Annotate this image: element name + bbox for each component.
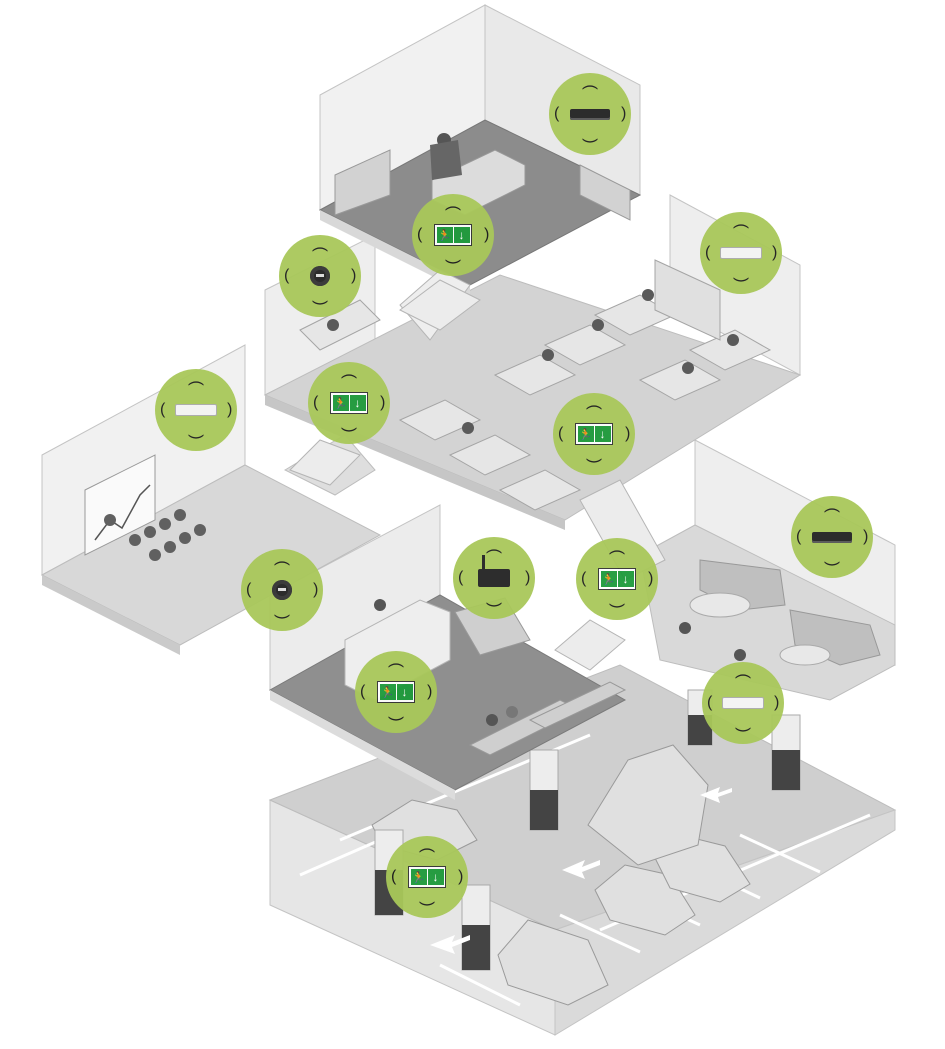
round-sensor-badge: (( (( [241, 549, 323, 631]
ceiling-bar-device-icon [812, 531, 852, 543]
exit-sign-badge: (( (( 🏃↓ [308, 362, 390, 444]
lounge-room [639, 439, 896, 701]
ceiling-light-icon [175, 404, 217, 416]
ceiling-light-badge: (( (( [700, 212, 782, 294]
round-sensor-badge: (( (( [279, 235, 361, 317]
exit-sign-icon: 🏃↓ [330, 392, 368, 414]
exit-sign-badge: (( (( 🏃↓ [386, 836, 468, 918]
exit-sign-icon: 🏃↓ [377, 681, 415, 703]
reception-level [268, 504, 627, 800]
ceiling-light-badge: (( (( [155, 369, 237, 451]
exit-sign-icon: 🏃↓ [598, 568, 636, 590]
round-sensor-icon [310, 266, 330, 286]
ceiling-device-badge: (( (( [791, 496, 873, 578]
round-sensor-icon [272, 580, 292, 600]
ceiling-device-badge: (( (( [549, 73, 631, 155]
exit-sign-badge: (( (( 🏃↓ [553, 393, 635, 475]
exit-sign-badge: (( (( 🏃↓ [576, 538, 658, 620]
exit-sign-badge: (( (( 🏃↓ [412, 194, 494, 276]
router-icon [478, 555, 510, 587]
ceiling-bar-device-icon [570, 108, 610, 120]
ceiling-light-icon [722, 697, 764, 709]
exit-sign-icon: 🏃↓ [575, 423, 613, 445]
exit-sign-icon: 🏃↓ [434, 224, 472, 246]
router-badge: (( (( [453, 537, 535, 619]
exit-sign-icon: 🏃↓ [408, 866, 446, 888]
ceiling-light-badge: (( (( [702, 662, 784, 744]
ceiling-light-icon [720, 247, 762, 259]
exit-sign-badge: (( (( 🏃↓ [355, 651, 437, 733]
